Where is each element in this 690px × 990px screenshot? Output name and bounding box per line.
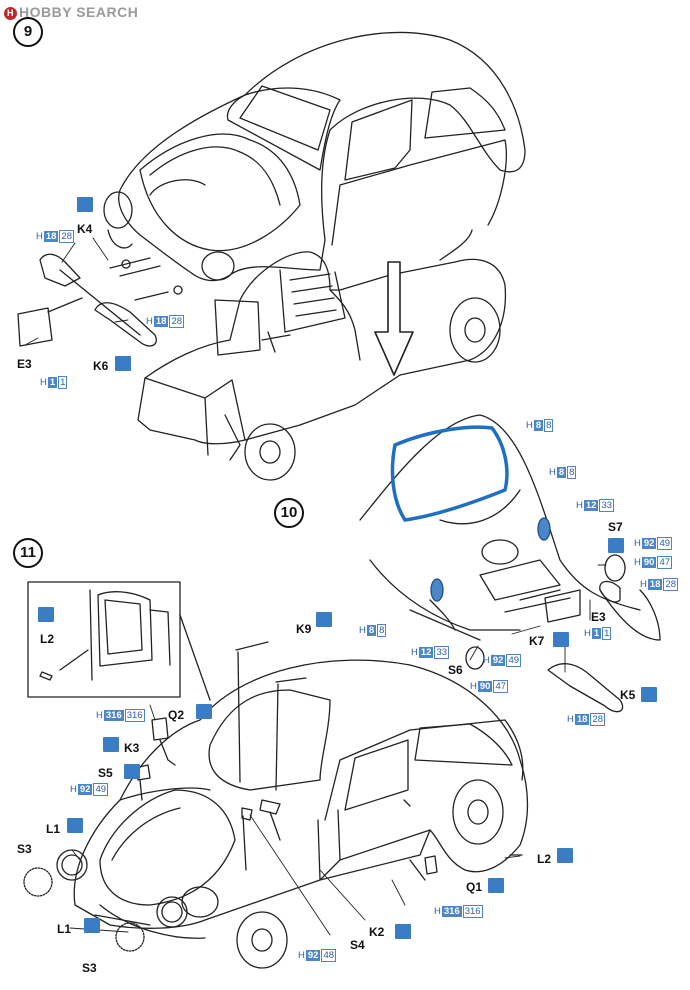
part-label-k7: K7 <box>529 634 545 648</box>
cement-glue-icon <box>84 918 100 933</box>
cement-glue-icon <box>77 197 93 212</box>
part-label-k2: K2 <box>369 925 385 939</box>
step-number-10: 10 <box>274 498 304 528</box>
front-body-detail <box>359 414 641 641</box>
cement-glue-icon <box>38 607 54 622</box>
cement-glue-icon <box>67 818 83 833</box>
headlight-lens-right <box>537 517 551 541</box>
step-number-9: 9 <box>13 17 43 47</box>
part-label-s6: S6 <box>448 663 463 677</box>
part-label-q1: Q1 <box>466 880 483 894</box>
cement-glue-icon <box>608 538 624 553</box>
part-label-e3b: E3 <box>591 610 606 624</box>
rear-mirror-q1 <box>403 799 523 881</box>
cement-glue-icon <box>488 878 504 893</box>
cement-glue-icon <box>553 632 569 647</box>
cement-glue-icon <box>557 848 573 863</box>
cement-glue-icon <box>196 704 212 719</box>
part-label-s3b: S3 <box>82 961 97 975</box>
part-label-s4: S4 <box>350 938 365 952</box>
watermark-text: HOBBY SEARCH <box>19 4 139 20</box>
assembly-arrow <box>374 261 414 376</box>
part-label-l1b: L1 <box>57 922 72 936</box>
part-label-s5: S5 <box>98 766 113 780</box>
cement-glue-icon <box>395 924 411 939</box>
part-label-l2a: L2 <box>40 632 55 646</box>
part-label-k9: K9 <box>296 622 312 636</box>
part-label-k5: K5 <box>620 688 636 702</box>
leader-lines <box>24 237 607 936</box>
part-label-k6: K6 <box>93 359 109 373</box>
part-label-q2: Q2 <box>168 708 185 722</box>
side-mirror-q2 <box>134 717 176 801</box>
cement-glue-icon <box>124 764 140 779</box>
chassis-floor <box>137 229 507 481</box>
cement-glue-icon <box>103 737 119 752</box>
part-label-k4: K4 <box>77 222 93 236</box>
part-label-k3: K3 <box>124 741 140 755</box>
part-label-l1a: L1 <box>46 822 61 836</box>
windshield-seal <box>390 425 509 522</box>
inset-detail-box <box>27 581 211 701</box>
full-car-body <box>73 659 529 969</box>
cement-glue-icon <box>641 687 657 702</box>
part-label-e3: E3 <box>17 357 32 371</box>
headlight-lens-left <box>430 578 444 602</box>
front-bumper-k5 <box>465 554 661 713</box>
front-bumper-parts <box>17 253 183 347</box>
part-label-s3a: S3 <box>17 842 32 856</box>
part-label-s7: S7 <box>608 520 623 534</box>
wipers-k9 <box>235 641 307 871</box>
cement-glue-icon <box>316 612 332 627</box>
cement-glue-icon <box>115 356 131 371</box>
upper-body-shell <box>103 31 526 282</box>
headlights-s3 <box>23 849 188 952</box>
part-label-l2b: L2 <box>537 852 552 866</box>
step-number-11: 11 <box>13 538 43 568</box>
